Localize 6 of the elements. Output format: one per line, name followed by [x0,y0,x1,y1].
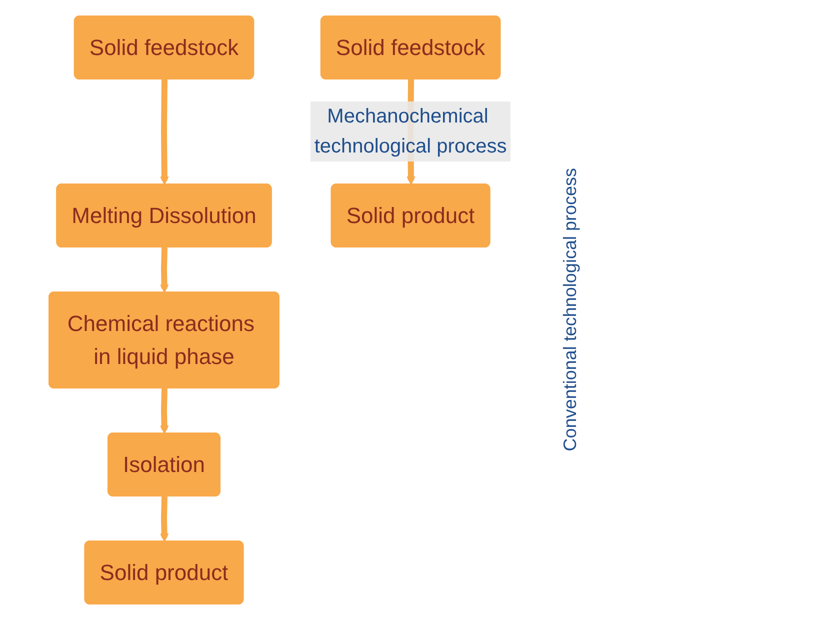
arrow [160,388,169,434]
edge-label: Mechanochemical technological process [314,106,507,158]
arrow [160,79,170,185]
side-label: Conventional technological process [560,168,581,452]
arrow [160,247,169,293]
arrow [160,496,169,542]
